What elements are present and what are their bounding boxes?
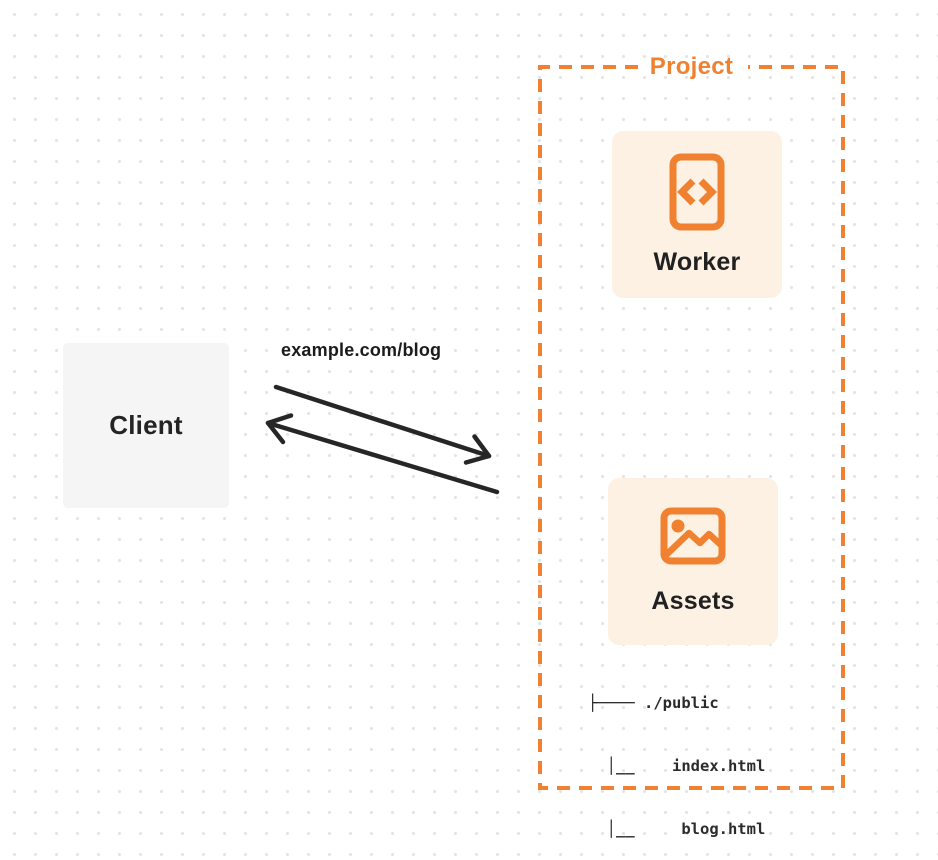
worker-label: Worker bbox=[653, 247, 741, 276]
tree-line-blog: │__ blog.html bbox=[588, 820, 766, 838]
image-icon bbox=[660, 507, 726, 565]
code-file-icon bbox=[669, 153, 725, 231]
request-arrow bbox=[273, 384, 492, 465]
client-label: Client bbox=[109, 410, 183, 440]
client-node: Client bbox=[63, 343, 229, 508]
tree-line-public: ├──── ./public bbox=[588, 694, 719, 712]
response-arrow bbox=[265, 413, 500, 495]
assets-label: Assets bbox=[651, 587, 735, 615]
assets-node: Assets bbox=[608, 478, 778, 645]
assets-file-tree: ├──── ./public │__ index.html │__ blog.h… bbox=[588, 651, 765, 860]
tree-line-index: │__ index.html bbox=[588, 757, 766, 775]
worker-node: Worker bbox=[612, 131, 782, 298]
project-label: Project bbox=[649, 53, 734, 80]
request-url-label: example.com/blog bbox=[281, 340, 442, 360]
